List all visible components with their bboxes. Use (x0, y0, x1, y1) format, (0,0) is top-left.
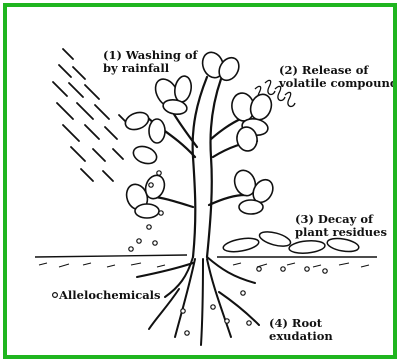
label-volatile: (2) Release of volatile compounds (279, 64, 397, 90)
diagram-frame: (1) Washing of by rainfall (2) Release o… (3, 3, 397, 359)
label-decay: (3) Decay of plant residues (295, 213, 387, 239)
allelopathy-diagram (7, 7, 393, 355)
allelochemical-dots (53, 171, 328, 335)
label-washing: (1) Washing of by rainfall (103, 49, 197, 75)
label-root-exudation: (4) Root exudation (269, 317, 333, 343)
label-allelochemicals: Allelochemicals (59, 289, 161, 302)
